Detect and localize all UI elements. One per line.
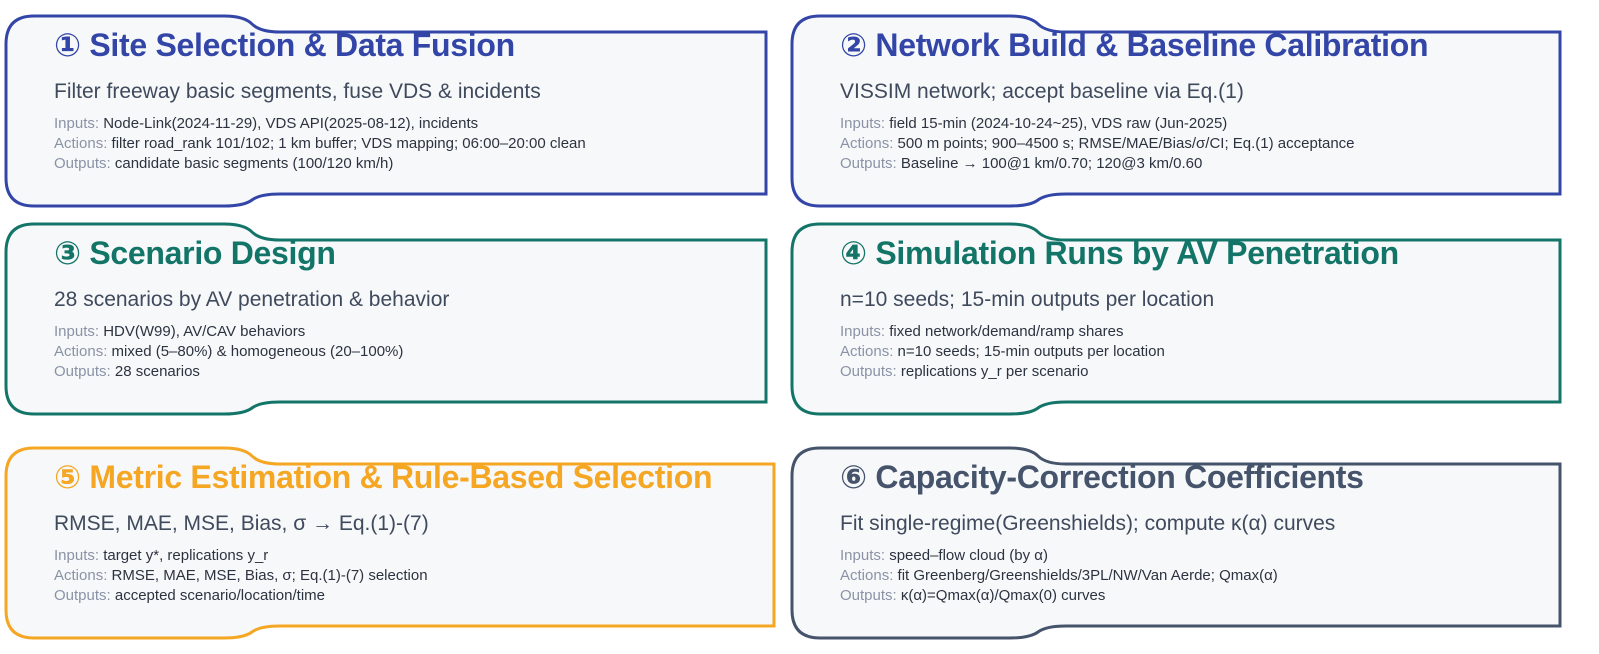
step-details: Inputs: Node-Link(2024-11-29), VDS API(2… — [54, 114, 756, 174]
card-frame — [4, 14, 768, 208]
card-frame — [790, 446, 1562, 640]
step-card-simulation-runs: ④ Simulation Runs by AV Penetration n=10… — [790, 222, 1572, 419]
step-card-network-build: ② Network Build & Baseline Calibration V… — [790, 14, 1572, 211]
inputs-row: Inputs: target y*, replications y_r — [54, 546, 756, 566]
actions-value: n=10 seeds; 15-min outputs per location — [897, 343, 1165, 360]
card-frame — [4, 446, 776, 640]
step-details: Inputs: speed–flow cloud (by α) Actions:… — [840, 546, 1542, 606]
card-frame — [790, 14, 1562, 208]
actions-row: Actions: fit Greenberg/Greenshields/3PL/… — [840, 566, 1542, 586]
step-subtitle: Filter freeway basic segments, fuse VDS … — [54, 80, 541, 103]
outputs-label: Outputs: — [54, 363, 111, 380]
actions-label: Actions: — [840, 135, 894, 152]
actions-value: 500 m points; 900–4500 s; RMSE/MAE/Bias/… — [897, 135, 1355, 152]
step-card-metric-estimation: ⑤ Metric Estimation & Rule-Based Selecti… — [4, 446, 786, 643]
inputs-value: HDV(W99), AV/CAV behaviors — [103, 323, 306, 340]
outputs-label: Outputs: — [840, 155, 897, 172]
inputs-row: Inputs: HDV(W99), AV/CAV behaviors — [54, 322, 756, 342]
step-details: Inputs: target y*, replications y_r Acti… — [54, 546, 756, 606]
inputs-label: Inputs: — [54, 115, 100, 132]
inputs-value: field 15-min (2024-10-24~25), VDS raw (J… — [889, 115, 1228, 132]
card-frame — [4, 222, 768, 416]
outputs-label: Outputs: — [54, 587, 111, 604]
inputs-label: Inputs: — [840, 115, 886, 132]
step-details: Inputs: HDV(W99), AV/CAV behaviors Actio… — [54, 322, 756, 382]
step-subtitle: Fit single-regime(Greenshields); compute… — [840, 512, 1336, 535]
inputs-row: Inputs: Node-Link(2024-11-29), VDS API(2… — [54, 114, 756, 134]
inputs-value: fixed network/demand/ramp shares — [889, 323, 1124, 340]
step-card-site-selection: ① Site Selection & Data Fusion Filter fr… — [4, 14, 786, 211]
step-details: Inputs: field 15-min (2024-10-24~25), VD… — [840, 114, 1542, 174]
step-subtitle: 28 scenarios by AV penetration & behavio… — [54, 288, 450, 311]
actions-value: RMSE, MAE, MSE, Bias, σ; Eq.(1)-(7) sele… — [111, 567, 428, 584]
inputs-row: Inputs: field 15-min (2024-10-24~25), VD… — [840, 114, 1542, 134]
inputs-label: Inputs: — [54, 547, 100, 564]
inputs-row: Inputs: speed–flow cloud (by α) — [840, 546, 1542, 566]
step-title: ⑥ Capacity-Correction Coefficients — [840, 459, 1364, 495]
step-title: ③ Scenario Design — [54, 235, 336, 271]
inputs-label: Inputs: — [840, 323, 886, 340]
step-subtitle: RMSE, MAE, MSE, Bias, σ → Eq.(1)-(7) — [54, 512, 429, 535]
step-title: ① Site Selection & Data Fusion — [54, 27, 515, 63]
inputs-value: target y*, replications y_r — [103, 547, 269, 564]
step-subtitle: VISSIM network; accept baseline via Eq.(… — [840, 80, 1244, 103]
actions-label: Actions: — [54, 567, 108, 584]
inputs-label: Inputs: — [840, 547, 886, 564]
outputs-label: Outputs: — [840, 587, 897, 604]
outputs-row: Outputs: candidate basic segments (100/1… — [54, 154, 756, 174]
actions-row: Actions: filter road_rank 101/102; 1 km … — [54, 134, 756, 154]
actions-label: Actions: — [54, 135, 108, 152]
step-title: ② Network Build & Baseline Calibration — [840, 27, 1429, 63]
outputs-value: 28 scenarios — [114, 363, 200, 380]
inputs-value: speed–flow cloud (by α) — [889, 547, 1048, 564]
actions-value: mixed (5–80%) & homogeneous (20–100%) — [111, 343, 404, 360]
inputs-value: Node-Link(2024-11-29), VDS API(2025-08-1… — [103, 115, 479, 132]
actions-row: Actions: n=10 seeds; 15-min outputs per … — [840, 342, 1542, 362]
step-card-capacity-correction: ⑥ Capacity-Correction Coefficients Fit s… — [790, 446, 1572, 643]
outputs-label: Outputs: — [54, 155, 111, 172]
outputs-value: κ(α)=Qmax(α)/Qmax(0) curves — [900, 587, 1106, 604]
actions-label: Actions: — [54, 343, 108, 360]
step-subtitle: n=10 seeds; 15-min outputs per location — [840, 288, 1215, 311]
card-frame — [790, 222, 1562, 416]
outputs-row: Outputs: 28 scenarios — [54, 362, 756, 382]
outputs-value: replications y_r per scenario — [900, 363, 1089, 380]
inputs-label: Inputs: — [54, 323, 100, 340]
outputs-value: accepted scenario/location/time — [114, 587, 325, 604]
outputs-value: candidate basic segments (100/120 km/h) — [114, 155, 394, 172]
actions-label: Actions: — [840, 567, 894, 584]
outputs-value: Baseline → 100@1 km/0.70; 120@3 km/0.60 — [900, 155, 1203, 172]
actions-row: Actions: 500 m points; 900–4500 s; RMSE/… — [840, 134, 1542, 154]
step-title: ④ Simulation Runs by AV Penetration — [840, 235, 1399, 271]
actions-label: Actions: — [840, 343, 894, 360]
step-card-scenario-design: ③ Scenario Design 28 scenarios by AV pen… — [4, 222, 786, 419]
actions-value: fit Greenberg/Greenshields/3PL/NW/Van Ae… — [897, 567, 1278, 584]
outputs-label: Outputs: — [840, 363, 897, 380]
outputs-row: Outputs: replications y_r per scenario — [840, 362, 1542, 382]
inputs-row: Inputs: fixed network/demand/ramp shares — [840, 322, 1542, 342]
outputs-row: Outputs: κ(α)=Qmax(α)/Qmax(0) curves — [840, 586, 1542, 606]
outputs-row: Outputs: accepted scenario/location/time — [54, 586, 756, 606]
actions-value: filter road_rank 101/102; 1 km buffer; V… — [111, 135, 586, 152]
step-title: ⑤ Metric Estimation & Rule-Based Selecti… — [54, 459, 713, 495]
actions-row: Actions: mixed (5–80%) & homogeneous (20… — [54, 342, 756, 362]
outputs-row: Outputs: Baseline → 100@1 km/0.70; 120@3… — [840, 154, 1542, 174]
actions-row: Actions: RMSE, MAE, MSE, Bias, σ; Eq.(1)… — [54, 566, 756, 586]
step-details: Inputs: fixed network/demand/ramp shares… — [840, 322, 1542, 382]
